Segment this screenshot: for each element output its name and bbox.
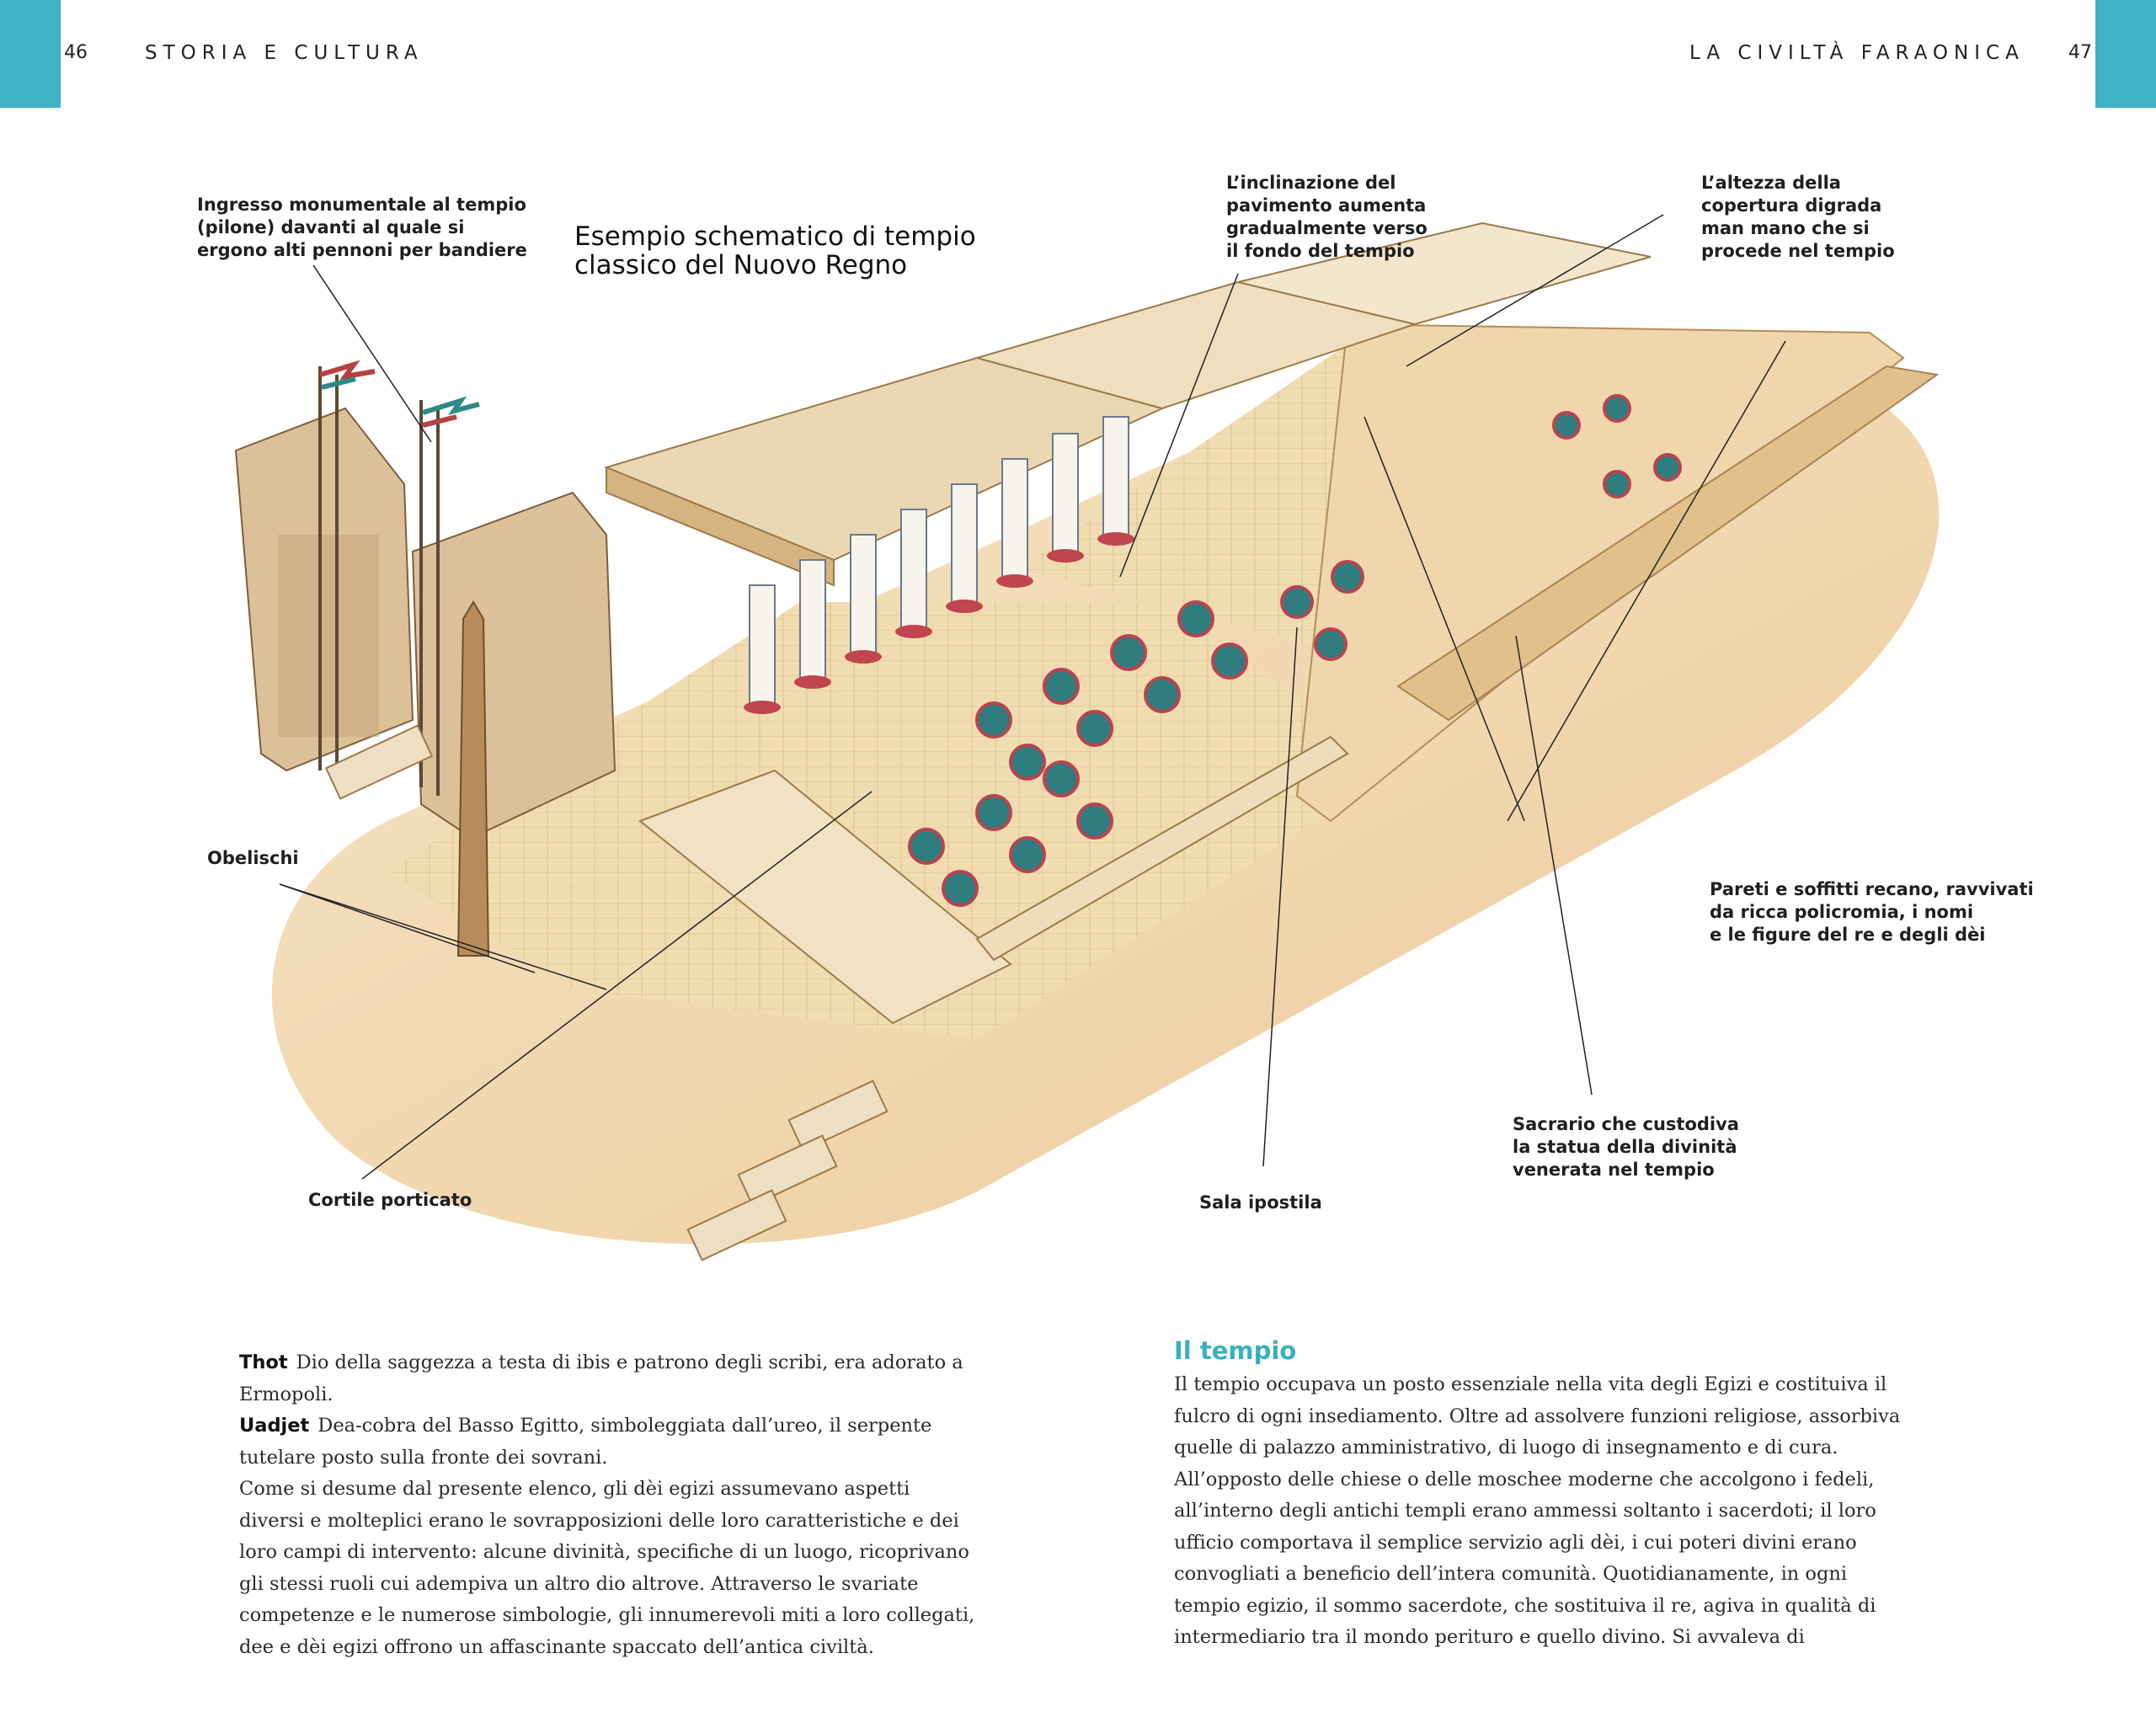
steps	[324, 724, 889, 1261]
right-color-tab	[2095, 0, 2156, 108]
illustration-title: Esempio schematico di tempio classico de…	[574, 221, 976, 280]
leader-lines	[279, 214, 1786, 1180]
callout-roof: L’altezza della copertura digrada man ma…	[1701, 173, 1895, 261]
left-page-number: 46	[64, 42, 88, 63]
body-paragraph: Il tempio occupava un posto essenziale n…	[1174, 1373, 1901, 1648]
glossary-definition: Dio della saggezza a testa di ibis e pat…	[239, 1352, 963, 1405]
callout-walls: Pareti e soffitti recano, ravvivati da r…	[1710, 879, 2034, 945]
flag-poles	[318, 366, 440, 796]
column-bases	[841, 394, 1682, 941]
body-paragraph: Come si desume dal presente elenco, gli …	[239, 1478, 975, 1658]
callout-courtyard: Cortile porticato	[308, 1190, 472, 1210]
callout-floor: L’inclinazione del pavimento aumenta gra…	[1226, 173, 1428, 261]
rear-roof	[1237, 221, 1652, 326]
left-running-head: STORIA E CULTURA	[145, 42, 424, 64]
temple-illustration	[234, 214, 1940, 1261]
callout-sanctuary: Sacrario che custodiva la statua della d…	[1513, 1114, 1739, 1180]
section-heading: Il tempio	[1174, 1336, 1297, 1365]
colonnade	[749, 416, 1129, 704]
glossary-definition: Dea-cobra del Basso Egitto, simboleggiat…	[239, 1415, 932, 1469]
glossary-term: Uadjet	[239, 1415, 310, 1437]
obelisk	[456, 600, 490, 957]
right-text-column: Il tempio Il tempio occupava un posto es…	[1174, 1336, 1907, 1654]
courtyard-floor	[387, 602, 1398, 1040]
callout-obelisks: Obelischi	[207, 848, 299, 868]
portico-wall	[638, 769, 1012, 1025]
glossary-term: Thot	[239, 1352, 288, 1373]
right-running-head: LA CIVILTÀ FARAONICA	[1689, 42, 2025, 64]
left-color-tab	[0, 0, 61, 108]
right-page-number: 47	[2068, 42, 2092, 63]
callout-hypostyle: Sala ipostila	[1199, 1192, 1322, 1213]
flags	[319, 360, 480, 428]
callout-pylon: Ingresso monumentale al tempio (pilone) …	[197, 195, 527, 260]
